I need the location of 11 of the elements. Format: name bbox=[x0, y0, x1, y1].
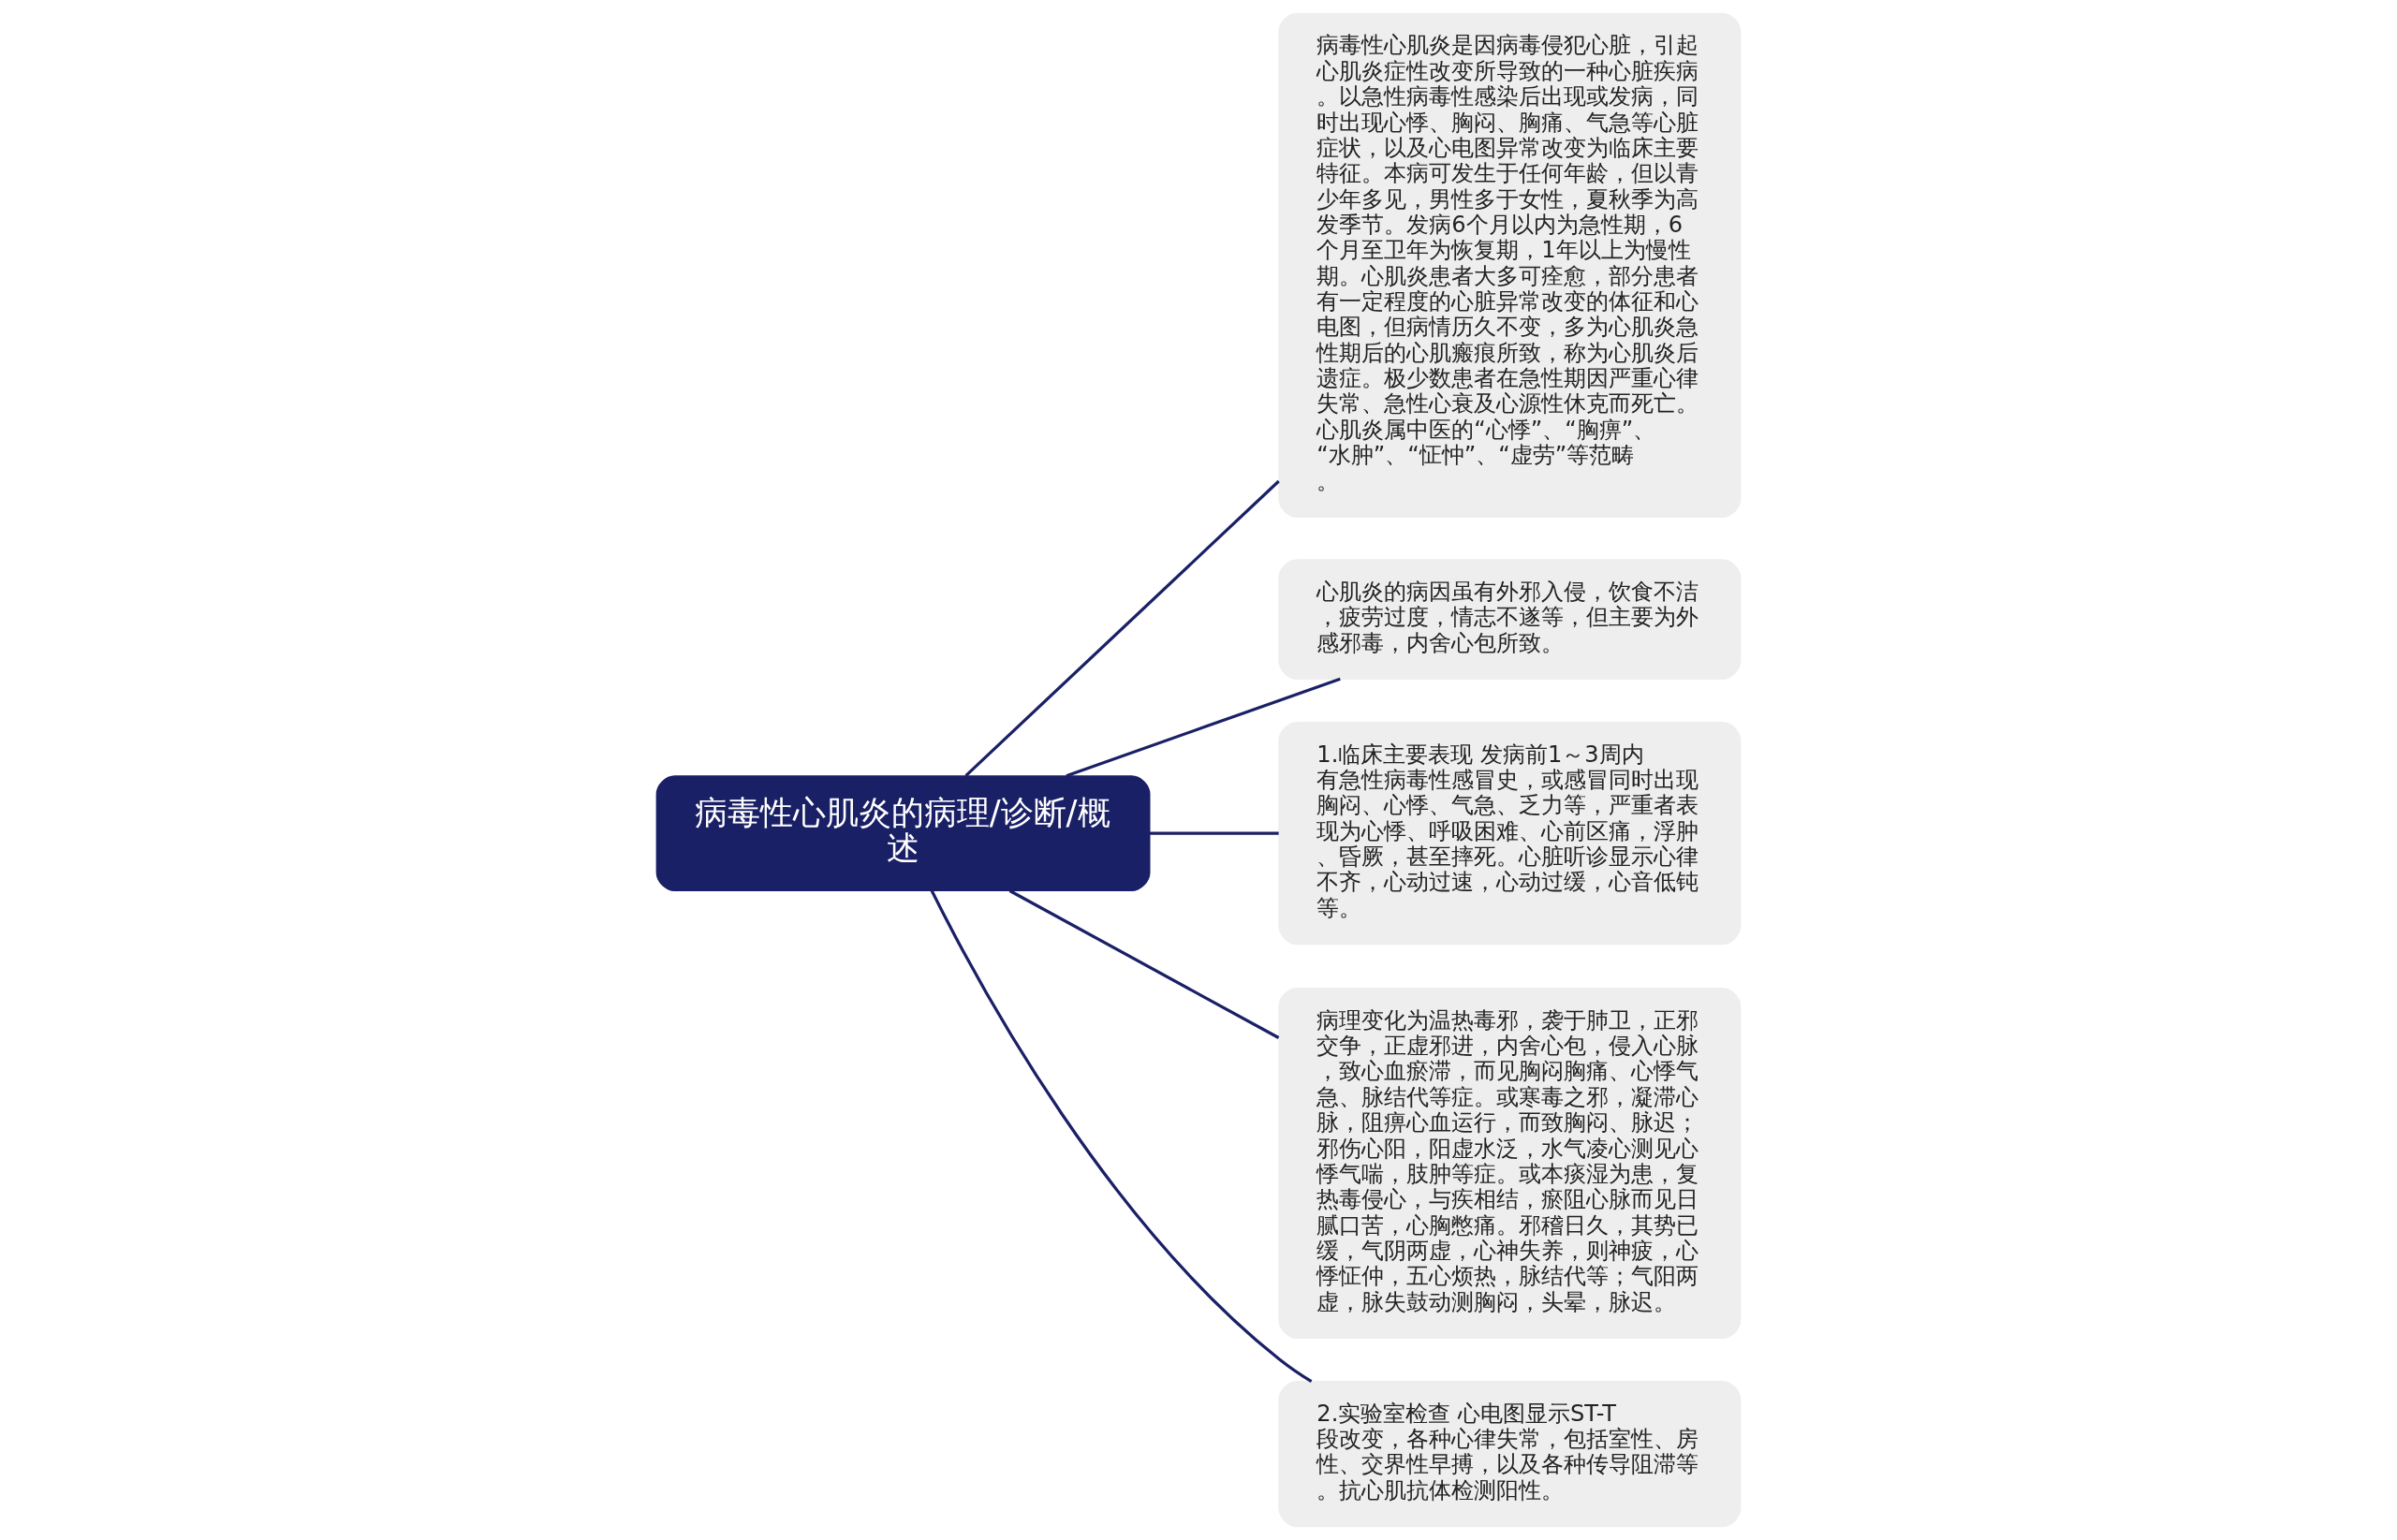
node-box: 病理变化为温热毒邪，袭于肺卫，正邪交争，正虚邪进，内舍心包，侵入心脉，致心血瘀滞，而见胸闷胸痛、心悸气急、脉结代等症。或寒毒之邪，凝滞心脉，阻痹心血运行，而致胸闷、脉迟；邪伤心阳，阳虚水泛，水气凌心测见心悸气喘，肢肿等症。或本痰湿为患，复热毒侵心，与疾相结，瘀阻心脉而见日腻口苦，心胸憋痛。邪稽日久，其势已缓，气阴两虚，心神失养，则神疲，心悸怔仲，五心烦热，脉结代等；气阳两虚，脉失鼓动测胸闷，头晕，脉迟。 bbox=[1278, 988, 1742, 1340]
node-box: 心肌炎的病因虽有外邪入侵，饮食不洁，疲劳过度，情志不遂等，但主要为外感邪毒，内舍心包所致。 bbox=[1278, 559, 1742, 680]
node-box: 病毒性心肌炎是因病毒侵犯心脏，引起心肌炎症性改变所导致的一种心脏疾病。以急性病毒性感染后出现或发病，同时出现心悸、胸闷、胸痛、气急等心脏症状，以及心电图异常改变为临床主要特征。本病可发生于任何年龄，但以青少年多见，男性多于女性，夏秋季为高发季节。发病6个月以内为急性期，6个月至卫年为恢复期，1年以上为慢性期。心肌炎患者大多可痊愈，部分患者有一定程度的心脏异常改变的体征和心电图，但病情历久不变，多为心肌炎急性期后的心肌瘢痕所致，称为心肌炎后遗症。极少数患者在急性期因严重心律失常、急性心衰及心源性休克而死亡。心肌炎属中医的“心悸”、“胸痹”、“水肿”、“怔忡”、“虚劳”等范畴。 bbox=[1278, 12, 1742, 518]
connector bbox=[1008, 889, 1280, 1039]
connector bbox=[964, 479, 1280, 777]
connector bbox=[1149, 831, 1279, 835]
node-box: 1.临床主要表现 发病前1～3周内有急性病毒性感冒史，或感冒同时出现胸闷、心悸、气急、乏力等，严重者表现为心悸、呼吸困难、心前区痛，浮肿、昏厥，甚至摔死。心脏听诊显示心律不齐，心动过速，心动过缓，心音低钝等。 bbox=[1278, 722, 1742, 946]
connector bbox=[1066, 677, 1341, 778]
node-box: 2.实验室检查 心电图显示ST-T段改变，各种心律失常，包括室性、房性、交界性早搏，以及各种传导阻滞等。抗心肌抗体检测阳性。 bbox=[1278, 1381, 1742, 1528]
node-box: 病毒性心肌炎的病理/诊断/概述 bbox=[655, 775, 1151, 892]
connector bbox=[930, 889, 1313, 1384]
